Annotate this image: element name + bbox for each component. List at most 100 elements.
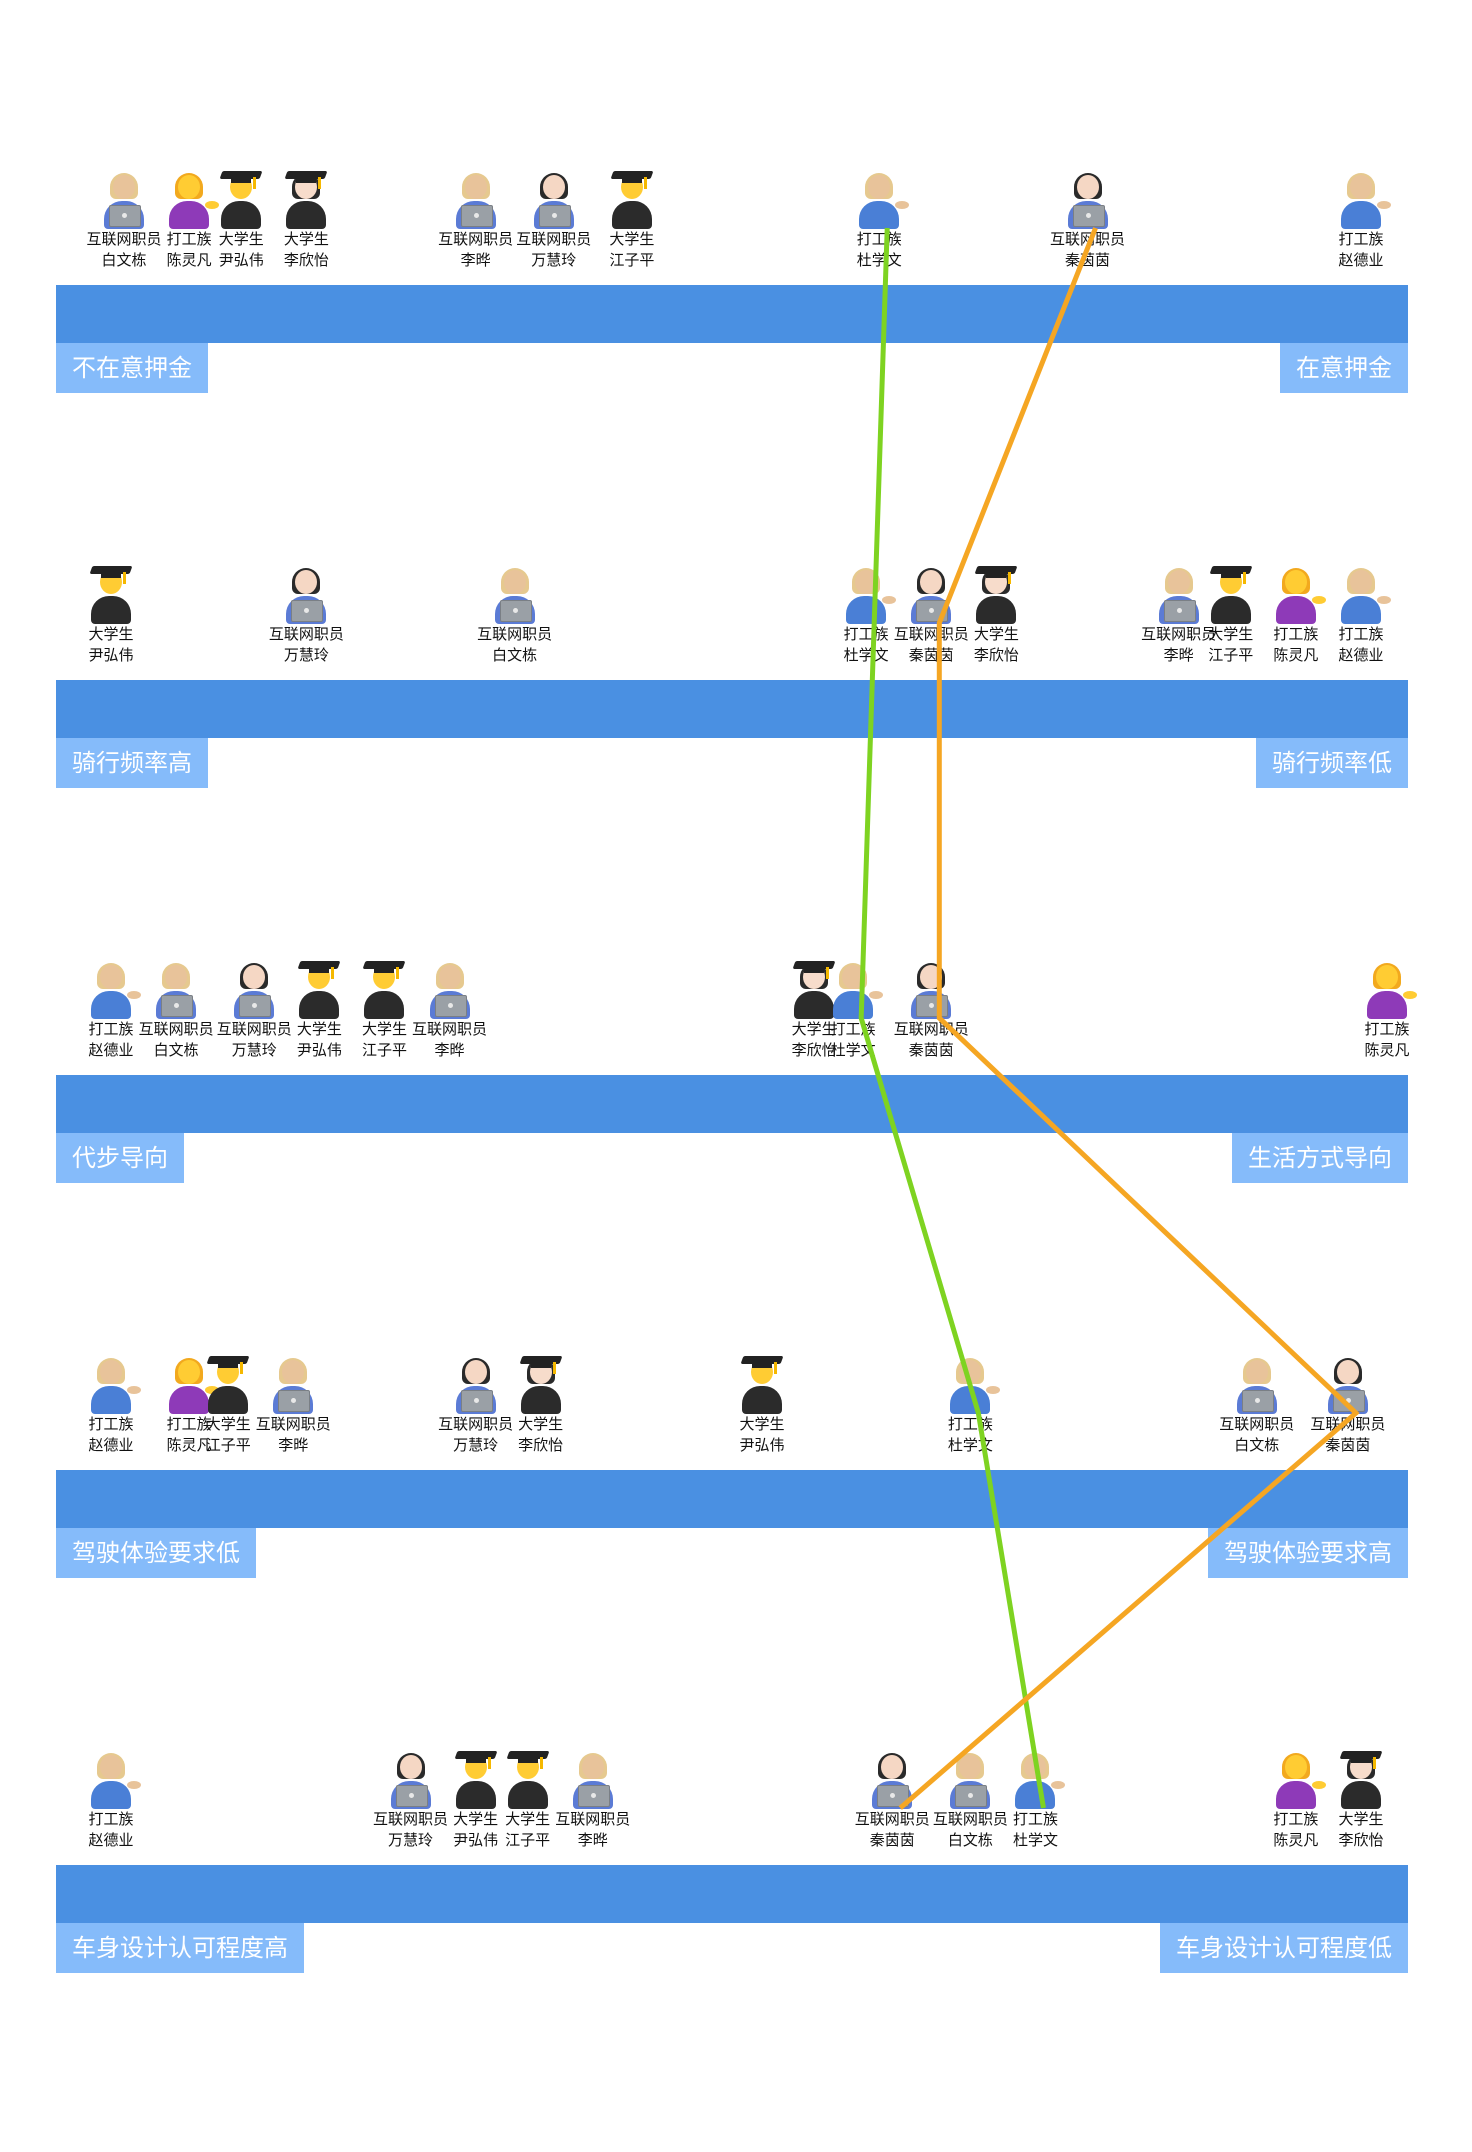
persona-name: 陈灵凡 xyxy=(166,1436,212,1454)
persona-marker: 大学生李欣怡 xyxy=(774,961,854,1061)
persona-name: 白文栋 xyxy=(153,1041,199,1059)
persona-role: 互联网职员 xyxy=(1141,625,1217,643)
persona-role: 互联网职员 xyxy=(86,230,162,248)
persona-name: 杜学文 xyxy=(843,646,889,664)
persona-role: 互联网职员 xyxy=(268,625,344,643)
laptop-blond-man-icon xyxy=(269,1358,317,1414)
persona-name: 万慧玲 xyxy=(387,1831,433,1849)
persona-role: 互联网职员 xyxy=(216,1020,292,1038)
persona-name: 万慧玲 xyxy=(283,646,329,664)
laptop-blond-man-icon xyxy=(569,1753,617,1809)
persona-marker: 大学生李欣怡 xyxy=(266,171,346,271)
laptop-woman-icon xyxy=(1064,173,1112,229)
persona-name: 李欣怡 xyxy=(1338,1831,1384,1849)
persona-name: 万慧玲 xyxy=(531,251,577,269)
persona-name: 秦茵茵 xyxy=(869,1831,915,1849)
persona-marker: 互联网职员李晔 xyxy=(410,963,490,1061)
laptop-blond-man-icon xyxy=(491,568,539,624)
persona-role: 打工族 xyxy=(166,1415,212,1433)
persona-marker: 互联网职员秦茵茵 xyxy=(891,963,971,1061)
persona-name: 赵德业 xyxy=(88,1041,134,1059)
dimension-right-label: 车身设计认可程度低 xyxy=(1160,1923,1408,1973)
persona-name: 尹弘伟 xyxy=(296,1041,342,1059)
persona-marker: 打工族陈灵凡 xyxy=(1256,568,1336,666)
persona-role: 打工族 xyxy=(88,1810,134,1828)
dimension-bar xyxy=(56,285,1408,343)
persona-marker: 打工族赵德业 xyxy=(71,1753,151,1851)
laptop-blond-man-icon xyxy=(1233,1358,1281,1414)
persona-name: 万慧玲 xyxy=(231,1041,277,1059)
persona-marker: 互联网职员万慧玲 xyxy=(266,568,346,666)
persona-name: 李欣怡 xyxy=(283,251,329,269)
dimension-bar xyxy=(56,680,1408,738)
dimension-right-label: 生活方式导向 xyxy=(1232,1133,1408,1183)
persona-name: 秦茵茵 xyxy=(1065,251,1111,269)
persona-name: 李晔 xyxy=(434,1041,465,1059)
persona-role: 大学生 xyxy=(283,230,329,248)
graduate-woman-icon xyxy=(517,1356,565,1414)
persona-marker: 打工族陈灵凡 xyxy=(149,1358,229,1456)
graduate-man-icon xyxy=(360,961,408,1019)
persona-name: 尹弘伟 xyxy=(453,1831,499,1849)
persona-marker: 互联网职员李晔 xyxy=(1139,568,1219,666)
persona-role: 大学生 xyxy=(361,1020,407,1038)
persona-marker: 打工族赵德业 xyxy=(1321,568,1401,666)
persona-role: 大学生 xyxy=(1208,625,1254,643)
persona-marker: 互联网职员李晔 xyxy=(553,1753,633,1851)
persona-marker: 大学生尹弘伟 xyxy=(279,961,359,1061)
graduate-man-icon xyxy=(608,171,656,229)
persona-role: 互联网职员 xyxy=(1310,1415,1386,1433)
persona-role: 互联网职员 xyxy=(555,1810,631,1828)
persona-name: 陈灵凡 xyxy=(1273,1831,1319,1849)
persona-role: 大学生 xyxy=(205,1415,251,1433)
persona-role: 大学生 xyxy=(218,230,264,248)
persona-name: 李晔 xyxy=(1163,646,1194,664)
tipping-hand-woman-icon xyxy=(1272,568,1326,624)
laptop-blond-man-icon xyxy=(152,963,200,1019)
persona-role: 打工族 xyxy=(1012,1810,1058,1828)
persona-marker: 打工族杜学文 xyxy=(826,568,906,666)
persona-marker: 大学生李欣怡 xyxy=(501,1356,581,1456)
persona-name: 李欣怡 xyxy=(518,1436,564,1454)
graduate-man-icon xyxy=(217,171,265,229)
persona-name: 秦茵茵 xyxy=(908,1041,954,1059)
persona-role: 大学生 xyxy=(453,1810,499,1828)
laptop-woman-icon xyxy=(282,568,330,624)
persona-marker: 大学生尹弘伟 xyxy=(71,566,151,666)
persona-marker: 大学生李欣怡 xyxy=(1321,1751,1401,1851)
persona-marker: 互联网职员秦茵茵 xyxy=(1308,1358,1388,1456)
tipping-hand-woman-icon xyxy=(165,173,220,229)
persona-role: 打工族 xyxy=(88,1020,134,1038)
dimension-bar xyxy=(56,1075,1408,1133)
persona-role: 互联网职员 xyxy=(1219,1415,1295,1433)
persona-role: 互联网职员 xyxy=(516,230,592,248)
laptop-woman-icon xyxy=(230,963,278,1019)
laptop-woman-icon xyxy=(387,1753,435,1809)
persona-role: 打工族 xyxy=(166,230,212,248)
persona-marker: 互联网职员白文栋 xyxy=(475,568,555,666)
persona-marker: 打工族赵德业 xyxy=(1321,173,1401,271)
persona-role: 互联网职员 xyxy=(412,1020,488,1038)
persona-marker: 打工族赵德业 xyxy=(71,963,151,1061)
persona-name: 尹弘伟 xyxy=(739,1436,785,1454)
persona-marker: 互联网职员李晔 xyxy=(436,173,516,271)
persona-marker: 互联网职员秦茵茵 xyxy=(891,568,971,666)
persona-marker: 互联网职员万慧玲 xyxy=(371,1753,451,1851)
persona-role: 打工族 xyxy=(88,1415,134,1433)
graduate-man-icon xyxy=(204,1356,252,1414)
laptop-woman-icon xyxy=(530,173,578,229)
persona-name: 尹弘伟 xyxy=(218,251,264,269)
persona-name: 赵德业 xyxy=(1338,251,1384,269)
persona-role: 打工族 xyxy=(1273,625,1319,643)
persona-role: 互联网职员 xyxy=(477,625,553,643)
persona-path-line xyxy=(858,227,1046,1809)
persona-marker: 互联网职员李晔 xyxy=(253,1358,333,1456)
graduate-woman-icon xyxy=(972,566,1020,624)
tipping-hand-woman-icon xyxy=(165,1358,220,1414)
graduate-woman-icon xyxy=(282,171,330,229)
persona-role: 大学生 xyxy=(1338,1810,1384,1828)
graduate-man-icon xyxy=(295,961,343,1019)
persona-role: 互联网职员 xyxy=(893,1020,969,1038)
